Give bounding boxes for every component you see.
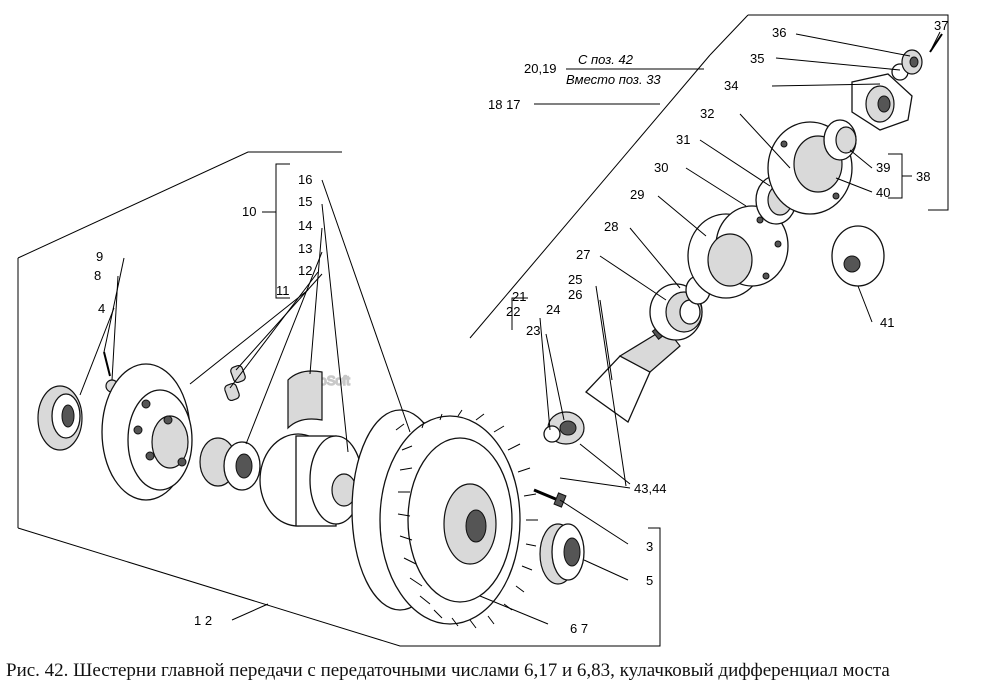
- callout-28: 28: [604, 219, 618, 234]
- seal-parts-39-40: [823, 119, 857, 161]
- flange-part-34: [851, 73, 913, 131]
- callout-12: 12: [298, 263, 312, 278]
- callout-27: 27: [576, 247, 590, 262]
- callout-35: 35: [750, 51, 764, 66]
- callout-14: 14: [298, 218, 312, 233]
- callout-41: 41: [880, 315, 894, 330]
- differential-cup-part-15: [259, 433, 363, 527]
- callout-30: 30: [654, 160, 668, 175]
- callout-13: 13: [298, 241, 312, 256]
- callout-22: 22: [506, 304, 520, 319]
- drive-pinion-part-21-27: [543, 322, 681, 445]
- callout-32: 32: [700, 106, 714, 121]
- callout-23: 23: [526, 323, 540, 338]
- callout-6-7: 6 7: [570, 621, 588, 636]
- sleeve-parts-12-13: [224, 364, 246, 402]
- shim-part-41: [831, 225, 885, 287]
- cotter-pin-part-37: [929, 33, 943, 53]
- callout-3: 3: [646, 539, 653, 554]
- figure-caption: Рис. 42. Шестерни главной передачи с пер…: [6, 660, 890, 681]
- callout-brackets: [262, 153, 912, 529]
- substitution-note: 20,19 С поз. 42 Вместо поз. 33: [524, 52, 704, 87]
- callout-16: 16: [298, 172, 312, 187]
- bearing-part-5: [539, 523, 585, 585]
- callout-8: 8: [94, 268, 101, 283]
- callout-39: 39: [876, 160, 890, 175]
- note-line1: С поз. 42: [578, 52, 634, 67]
- note-line2: Вместо поз. 33: [566, 72, 661, 87]
- crown-wheel-part-6-7: [351, 409, 538, 629]
- nut-part-36: [901, 49, 923, 75]
- callout-21: 21: [512, 289, 526, 304]
- differential-cup-part-1: [101, 363, 193, 501]
- ring-part-14: [287, 370, 323, 430]
- callout-11: 11: [276, 283, 290, 298]
- callout-1-2: 1 2: [194, 613, 212, 628]
- callout-36: 36: [772, 25, 786, 40]
- callout-38: 38: [916, 169, 930, 184]
- callout-34: 34: [724, 78, 738, 93]
- callout-37: 37: [934, 18, 948, 33]
- callout-9: 9: [96, 249, 103, 264]
- bolt-part-3: [533, 488, 567, 508]
- callout-15: 15: [298, 194, 312, 209]
- cam-gear-part-11: [199, 437, 261, 491]
- pinion-housing-part-30: [687, 205, 789, 299]
- callout-5: 5: [646, 573, 653, 588]
- callout-26: 26: [568, 287, 582, 302]
- callout-10: 10: [242, 204, 256, 219]
- callout-31: 31: [676, 132, 690, 147]
- callout-24: 24: [546, 302, 560, 317]
- callout-25: 25: [568, 272, 582, 287]
- oil-seal-part-4: [37, 385, 83, 451]
- callout-43-44: 43,44: [634, 481, 667, 496]
- note-positions: 20,19: [524, 61, 557, 76]
- callout-40: 40: [876, 185, 890, 200]
- leader-lines: [79, 31, 941, 625]
- callout-29: 29: [630, 187, 644, 202]
- callout-18-17: 18 17: [488, 97, 521, 112]
- crown-wheel-teeth: [395, 409, 538, 629]
- callout-4: 4: [98, 301, 105, 316]
- callout-labels: 1 2 3 4 5 6 7 8 9 10 11 12 13 14 15 16 1…: [94, 18, 948, 636]
